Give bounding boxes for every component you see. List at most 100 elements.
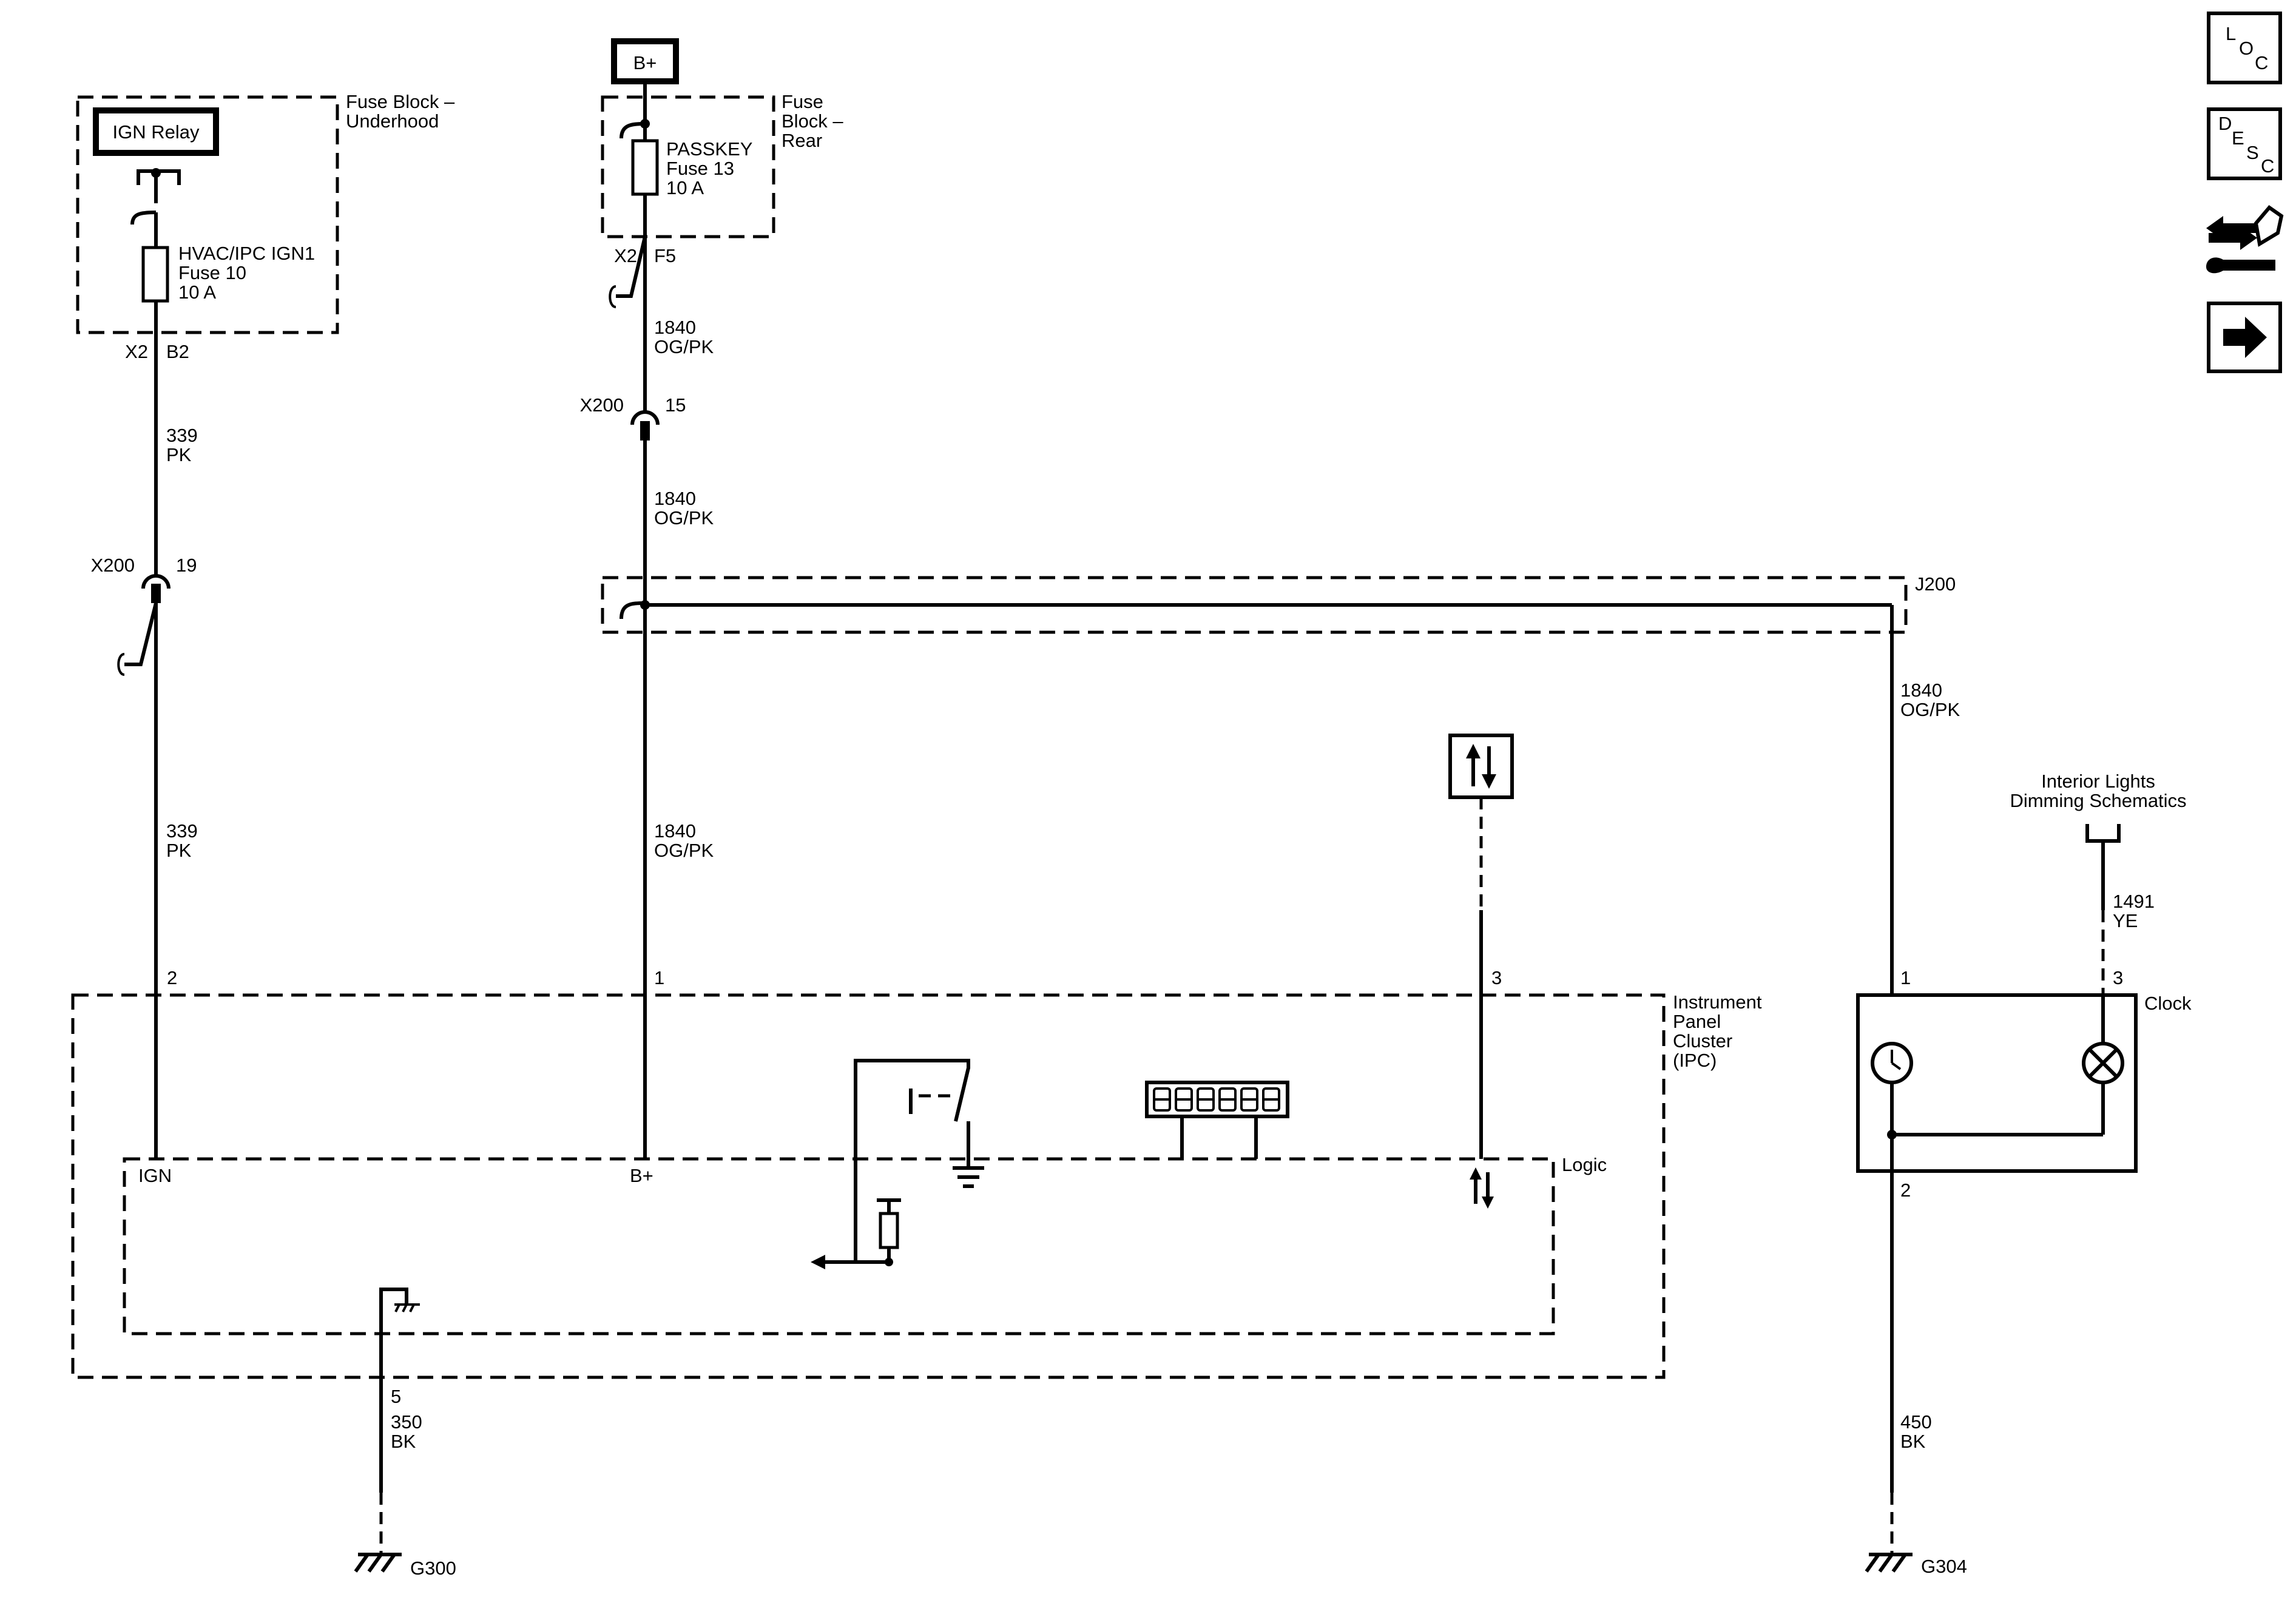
ipc-pin-3: 3 <box>1491 967 1502 988</box>
svg-text:Fuse 13: Fuse 13 <box>666 158 734 179</box>
resistor-output-icon <box>811 1198 901 1269</box>
svg-text:10 A: 10 A <box>178 282 216 303</box>
svg-text:1491: 1491 <box>2113 891 2155 912</box>
wire-1491-ye: 1491 YE <box>2113 891 2155 931</box>
svg-text:OG/PK: OG/PK <box>654 336 714 357</box>
wire-1840-a: 1840 OG/PK <box>654 317 714 357</box>
connector-x200-15: X200 15 <box>580 394 686 441</box>
svg-text:S: S <box>2246 142 2259 163</box>
svg-text:BK: BK <box>1900 1431 1926 1452</box>
svg-text:OG/PK: OG/PK <box>1900 699 1960 720</box>
interior-lights-reference: Interior Lights Dimming Schematics <box>2010 771 2187 843</box>
svg-text:E: E <box>2232 127 2244 149</box>
svg-text:(IPC): (IPC) <box>1673 1050 1717 1071</box>
clock-face-icon <box>1871 1042 1913 1135</box>
svg-text:B2: B2 <box>166 341 189 362</box>
connector-wrench-icon[interactable] <box>2206 204 2284 274</box>
location-button[interactable]: L O C <box>2207 12 2282 84</box>
svg-text:19: 19 <box>176 555 197 576</box>
svg-text:X2: X2 <box>614 245 637 266</box>
serial-data-arrows-icon <box>1470 1167 1494 1209</box>
svg-text:450: 450 <box>1900 1411 1932 1433</box>
svg-text:X2: X2 <box>125 341 148 362</box>
ign-relay: IGN Relay <box>93 107 219 156</box>
fuse-block-underhood: Fuse Block – Underhood <box>76 91 455 334</box>
svg-text:G300: G300 <box>410 1558 456 1579</box>
svg-text:Block –: Block – <box>782 110 843 132</box>
svg-text:G304: G304 <box>1921 1556 1967 1577</box>
ipc-ign-input: IGN <box>138 1165 172 1186</box>
svg-text:15: 15 <box>665 394 686 416</box>
svg-text:J200: J200 <box>1915 573 1956 595</box>
hvac-ipc-fuse: HVAC/IPC IGN1 Fuse 10 10 A <box>141 243 315 333</box>
wire-450-bk: 450 BK <box>1900 1411 1932 1452</box>
svg-text:Cluster: Cluster <box>1673 1030 1732 1052</box>
svg-text:O: O <box>2239 38 2254 59</box>
ipc-logic: Logic <box>123 1154 1607 1335</box>
svg-text:Rear: Rear <box>782 130 822 151</box>
svg-text:X200: X200 <box>580 394 624 416</box>
svg-text:B+: B+ <box>633 52 657 73</box>
svg-text:1840: 1840 <box>654 820 696 842</box>
svg-text:Dimming Schematics: Dimming Schematics <box>2010 790 2186 811</box>
svg-text:BK: BK <box>391 1431 416 1452</box>
svg-text:D: D <box>2218 113 2232 134</box>
svg-text:X200: X200 <box>91 555 135 576</box>
svg-text:C: C <box>2261 155 2274 177</box>
svg-text:Fuse 10: Fuse 10 <box>178 262 246 283</box>
connector-x2-b2: X2 B2 <box>125 341 189 362</box>
svg-text:339: 339 <box>166 820 198 842</box>
wire-339-lower: 339 PK <box>166 820 198 861</box>
splice-j200: J200 <box>601 573 1956 634</box>
lamp-icon <box>2082 995 2124 1135</box>
svg-text:1840: 1840 <box>1900 680 1942 701</box>
ipc-pin-5: 5 <box>391 1386 401 1407</box>
b-plus-source: B+ <box>611 38 679 84</box>
wire-350-bk: 350 BK <box>391 1411 422 1452</box>
fuse-block-rear: Fuse Block – Rear <box>601 91 843 238</box>
svg-text:YE: YE <box>2113 910 2138 931</box>
svg-text:IGN Relay: IGN Relay <box>113 121 200 143</box>
clock-pin-1: 1 <box>1900 967 1911 988</box>
svg-text:L: L <box>2226 23 2236 44</box>
svg-text:Panel: Panel <box>1673 1011 1721 1032</box>
svg-text:F5: F5 <box>654 245 676 266</box>
svg-text:C: C <box>2255 52 2268 73</box>
clock-pin-3: 3 <box>2113 967 2123 988</box>
svg-text:HVAC/IPC IGN1: HVAC/IPC IGN1 <box>178 243 315 264</box>
clock-module: Clock <box>1856 993 2192 1173</box>
digital-display-icon <box>1145 1081 1289 1159</box>
wire-1840-b: 1840 OG/PK <box>654 488 714 528</box>
switch-icon <box>854 1059 984 1256</box>
svg-text:339: 339 <box>166 425 198 446</box>
svg-text:10 A: 10 A <box>666 177 704 198</box>
instrument-panel-cluster: Instrument Panel Cluster (IPC) <box>71 991 1762 1379</box>
svg-text:OG/PK: OG/PK <box>654 840 714 861</box>
next-arrow-button[interactable] <box>2207 302 2282 373</box>
wire-1840-c: 1840 OG/PK <box>654 820 714 861</box>
svg-text:1840: 1840 <box>654 317 696 338</box>
svg-text:350: 350 <box>391 1411 422 1433</box>
ground-g300-icon: G300 <box>354 1553 456 1579</box>
connector-x2-f5: X2 F5 <box>614 245 676 266</box>
svg-text:Logic: Logic <box>1562 1154 1607 1175</box>
svg-text:Fuse Block –: Fuse Block – <box>346 91 455 112</box>
svg-text:Underhood: Underhood <box>346 110 439 132</box>
svg-text:PK: PK <box>166 840 192 861</box>
serial-data-icon <box>1448 734 1514 799</box>
svg-text:PK: PK <box>166 444 192 465</box>
svg-text:1840: 1840 <box>654 488 696 509</box>
svg-text:PASSKEY: PASSKEY <box>666 138 752 160</box>
wire-1840-d: 1840 OG/PK <box>1900 680 1960 720</box>
ipc-pin-2: 2 <box>167 967 177 988</box>
svg-text:Clock: Clock <box>2144 993 2192 1014</box>
ipc-ground-icon <box>379 1288 420 1377</box>
ipc-bplus-input: B+ <box>630 1165 653 1186</box>
description-button[interactable]: D E S C <box>2207 107 2282 180</box>
passkey-fuse: PASSKEY Fuse 13 10 A <box>631 138 752 198</box>
svg-text:Fuse: Fuse <box>782 91 823 112</box>
svg-text:OG/PK: OG/PK <box>654 507 714 528</box>
svg-text:Instrument: Instrument <box>1673 991 1762 1013</box>
ipc-pin-1: 1 <box>654 967 664 988</box>
